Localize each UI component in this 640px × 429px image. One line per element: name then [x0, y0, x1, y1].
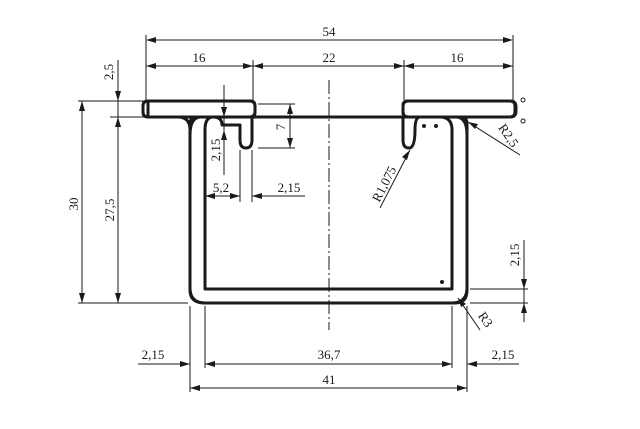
leader-flange-radius	[467, 121, 521, 156]
dim-label-left-flange: 16	[193, 50, 207, 65]
label-bottom-radius: R3	[475, 309, 496, 330]
arrow	[205, 361, 215, 367]
dim-label-flange-thickness: 2,5	[101, 64, 116, 80]
dim-label-lip-thickness: 2,15	[208, 139, 223, 162]
arrow	[457, 385, 467, 391]
arrow	[146, 37, 156, 43]
arrow	[115, 293, 121, 303]
arrow	[253, 63, 263, 69]
arrow	[503, 63, 513, 69]
arrow	[287, 104, 293, 114]
arrow	[503, 37, 513, 43]
dim-label-lip-offset: 5,2	[213, 180, 229, 195]
arrow	[442, 361, 452, 367]
arrow	[115, 91, 121, 101]
dim-label-wall-right: 2,15	[492, 347, 515, 362]
arrow	[230, 193, 240, 199]
dim-label-lip-height: 7	[273, 123, 288, 130]
arrow	[521, 303, 527, 313]
dim-label-overall-width: 54	[323, 24, 337, 39]
arrow	[221, 107, 227, 117]
arrow	[205, 193, 215, 199]
dim-label-center-gap: 22	[323, 50, 336, 65]
dot	[440, 280, 444, 284]
dim-label-inner-width: 36,7	[318, 347, 341, 362]
profile-outer-outline	[146, 99, 517, 305]
label-lip-radius: R1,075	[369, 164, 400, 205]
profile-inner-contour	[203, 115, 454, 291]
dim-label-wall-left: 2,15	[142, 347, 165, 362]
dim-label-inner-height: 27,5	[102, 199, 117, 222]
arrow	[402, 150, 410, 160]
arrow	[287, 138, 293, 148]
dim-label-right-flange: 16	[451, 50, 465, 65]
arrow	[404, 63, 414, 69]
arrow	[190, 385, 200, 391]
arrow	[243, 63, 253, 69]
profile-left-flange-end	[141, 99, 192, 132]
arrow	[79, 101, 85, 111]
marker-circle	[520, 97, 526, 103]
marker-circle	[520, 118, 526, 124]
dot	[434, 124, 438, 128]
arrow	[221, 130, 227, 140]
dim-label-bottom-thickness: 2,15	[507, 244, 522, 267]
dim-label-outer-width: 41	[323, 372, 336, 387]
profile-left-flange	[146, 99, 518, 305]
arrow	[458, 298, 466, 307]
arrow	[180, 361, 190, 367]
label-flange-radius: R2,5	[495, 121, 522, 150]
arrow	[79, 293, 85, 303]
arrow	[394, 63, 404, 69]
arrow	[467, 361, 477, 367]
dot	[422, 124, 426, 128]
arrow	[468, 122, 478, 129]
dim-label-lip-wall: 2,15	[278, 180, 301, 195]
leader-lip-radius	[379, 149, 411, 209]
arrow	[521, 279, 527, 289]
dim-label-total-height: 30	[66, 198, 81, 211]
arrow	[146, 63, 156, 69]
arrow	[252, 193, 262, 199]
